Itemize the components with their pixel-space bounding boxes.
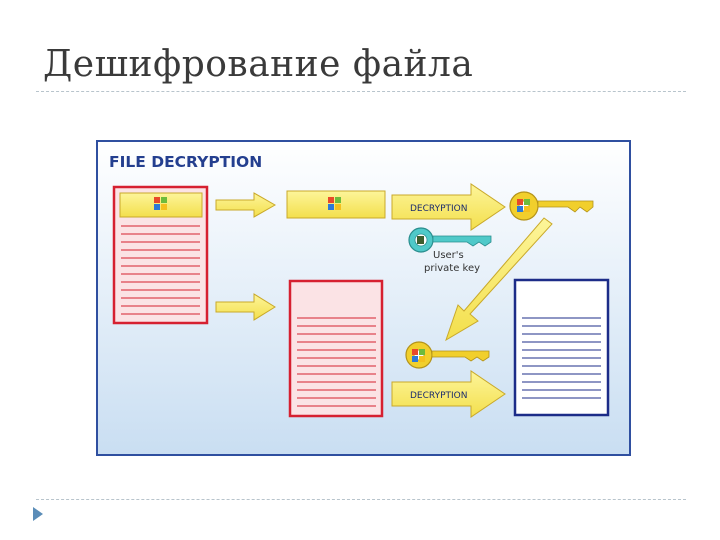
user-private-key-icon <box>408 227 492 253</box>
user-key-label-line1: User's <box>433 250 464 261</box>
decryption-label-bottom: DECRYPTION <box>410 391 467 401</box>
windows-logo-icon <box>154 197 167 210</box>
encrypted-data-document <box>288 279 384 418</box>
decryption-arrow-bottom: DECRYPTION <box>391 370 506 418</box>
encrypted-header-block <box>286 190 386 219</box>
title-divider <box>36 91 686 92</box>
decryption-arrow-top: DECRYPTION <box>391 183 506 231</box>
arrow-body-copy <box>215 293 276 321</box>
arrow-header-copy <box>215 192 277 218</box>
triangle-bullet-icon <box>33 507 43 521</box>
decrypted-file-document <box>513 278 610 417</box>
diagram-heading: FILE DECRYPTION <box>109 153 262 171</box>
windows-logo-icon <box>328 197 341 210</box>
arrow-diagonal-key <box>445 217 553 342</box>
encrypted-file-document <box>112 185 209 325</box>
file-encryption-key-icon <box>509 191 594 221</box>
decryption-label-top: DECRYPTION <box>410 204 467 214</box>
slide-title: Дешифрование файла <box>43 44 474 85</box>
file-decryption-diagram: FILE DECRYPTION <box>96 140 631 456</box>
footer-divider <box>36 499 686 500</box>
user-key-label-line2: private key <box>424 263 480 274</box>
file-encryption-key-bottom-icon <box>405 341 490 369</box>
